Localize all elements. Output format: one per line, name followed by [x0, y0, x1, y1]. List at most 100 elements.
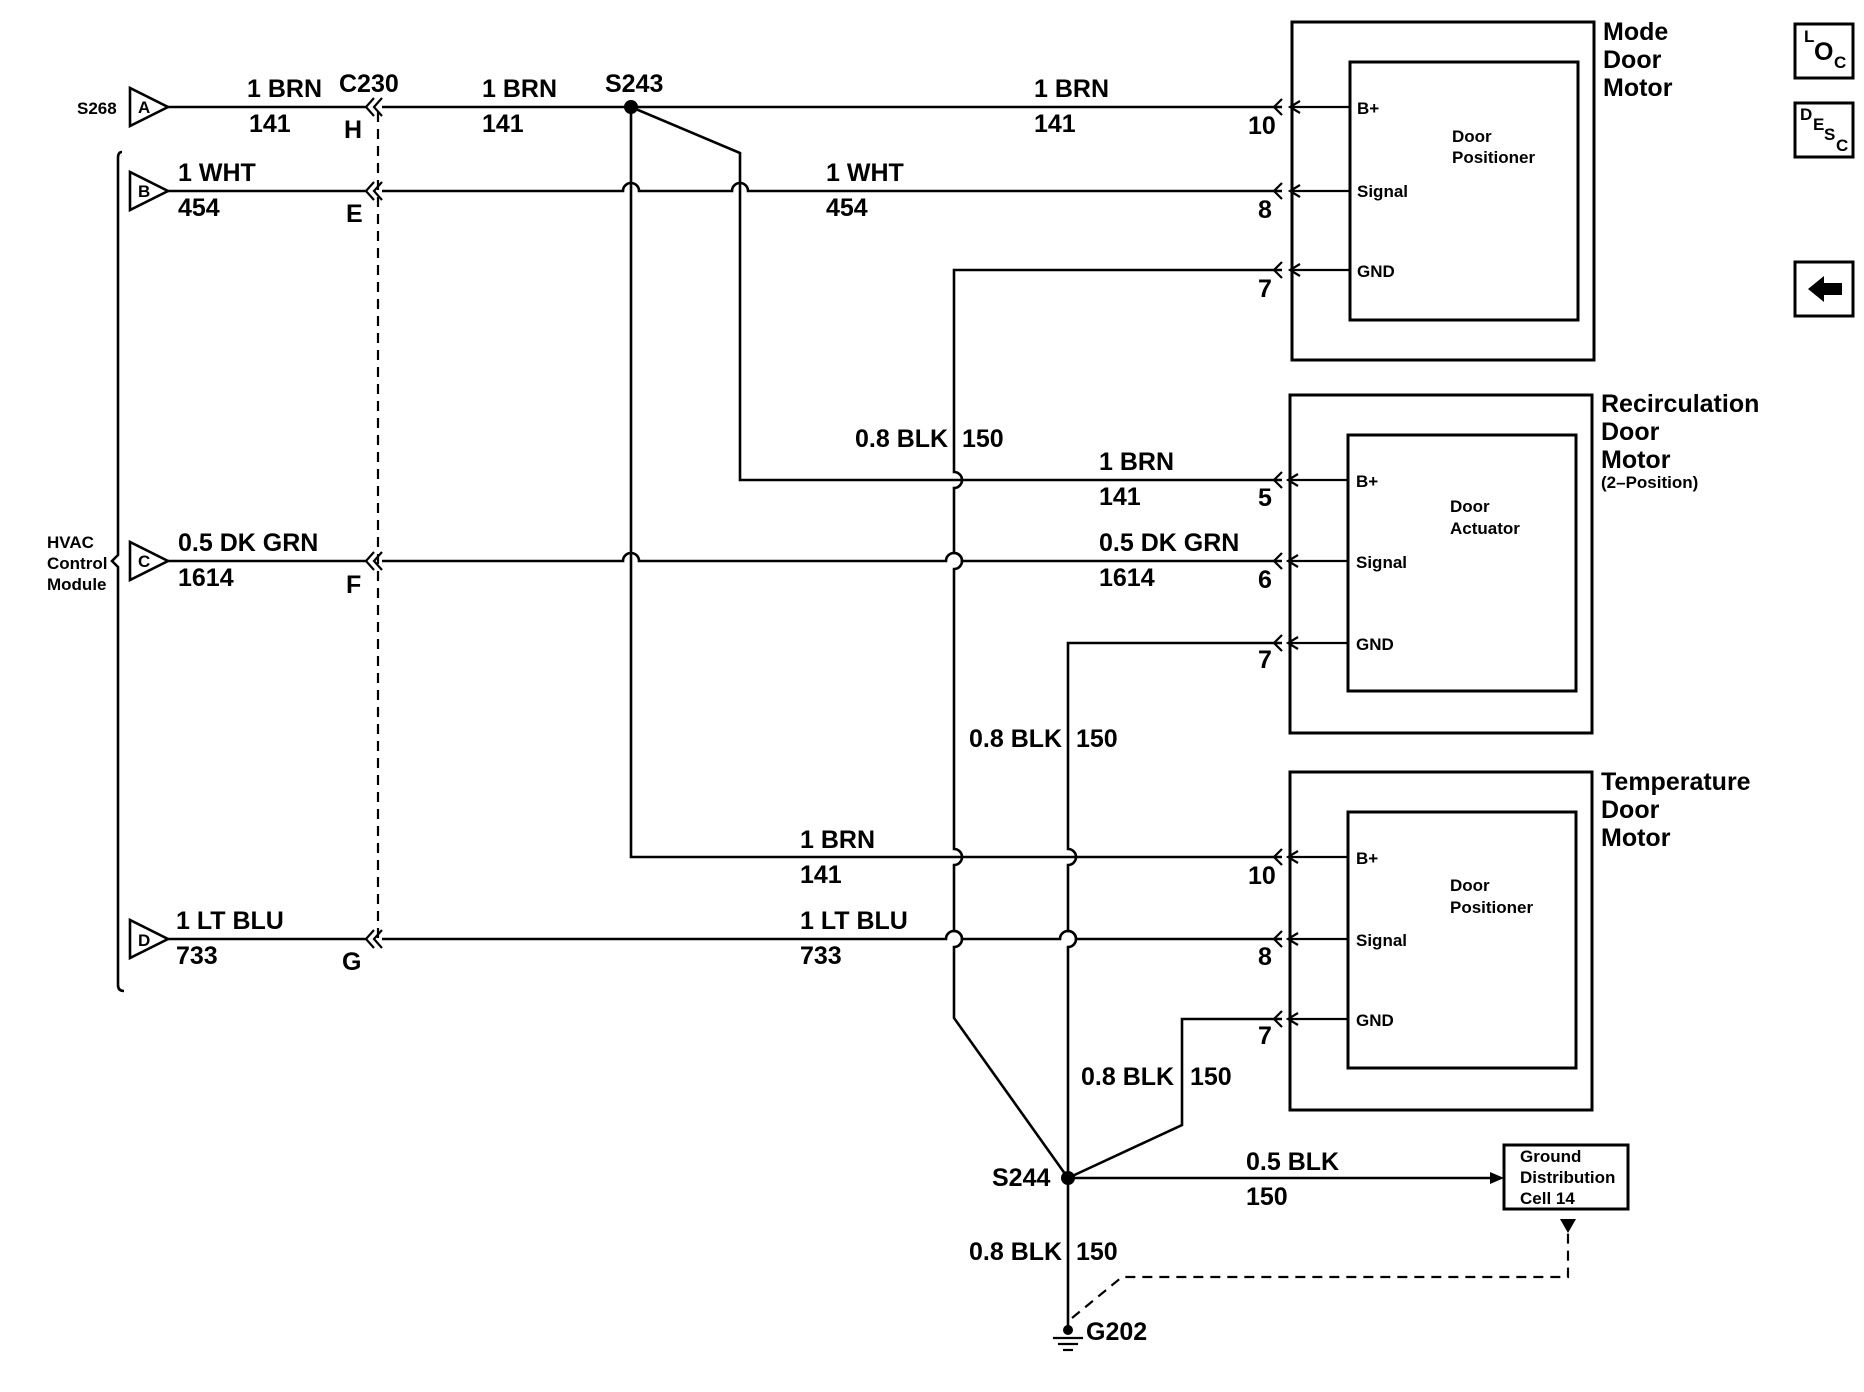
- svg-text:1 LT BLU: 1 LT BLU: [800, 907, 908, 935]
- svg-text:0.5 DK GRN: 0.5 DK GRN: [178, 529, 318, 557]
- svg-text:Signal: Signal: [1356, 553, 1407, 572]
- svg-text:0.8 BLK: 0.8 BLK: [969, 1238, 1062, 1266]
- svg-text:Signal: Signal: [1356, 931, 1407, 950]
- svg-text:1 BRN: 1 BRN: [482, 75, 557, 103]
- svg-text:8: 8: [1258, 943, 1272, 971]
- wire-454-wht: [168, 181, 1282, 193]
- wire-733-ltblu: [168, 929, 1282, 941]
- svg-text:Signal: Signal: [1357, 182, 1408, 201]
- svg-text:150: 150: [1076, 1238, 1118, 1266]
- g202-label: G202: [1086, 1318, 1147, 1346]
- svg-text:Door: Door: [1452, 127, 1492, 146]
- svg-text:E: E: [1813, 115, 1824, 134]
- g202-ground-icon: G202: [1053, 1318, 1147, 1352]
- svg-text:B+: B+: [1356, 472, 1378, 491]
- svg-text:150: 150: [1190, 1063, 1232, 1091]
- svg-text:0.5 BLK: 0.5 BLK: [1246, 1148, 1339, 1176]
- svg-text:Temperature: Temperature: [1601, 768, 1751, 796]
- svg-text:150: 150: [962, 425, 1004, 453]
- svg-text:Door: Door: [1601, 796, 1660, 824]
- svg-text:6: 6: [1258, 566, 1272, 594]
- module-label-line1: HVAC: [47, 533, 94, 552]
- svg-text:0.8 BLK: 0.8 BLK: [969, 725, 1062, 753]
- s244-splice-dot: [1061, 1171, 1075, 1185]
- s268-label: S268: [77, 99, 117, 118]
- svg-text:141: 141: [1099, 483, 1141, 511]
- wire-labels: 1 BRN 141 1 BRN 141 1 BRN 141 1 WHT 454 …: [176, 75, 1339, 1266]
- svg-text:1 BRN: 1 BRN: [247, 75, 322, 103]
- svg-text:141: 141: [800, 861, 842, 889]
- svg-text:GND: GND: [1356, 635, 1394, 654]
- c230-pin-g: G: [342, 948, 361, 976]
- svg-text:1 LT BLU: 1 LT BLU: [176, 907, 284, 935]
- module-pin-d: D: [128, 917, 171, 961]
- svg-text:1614: 1614: [178, 564, 234, 592]
- svg-text:Door: Door: [1450, 497, 1490, 516]
- svg-text:1 WHT: 1 WHT: [178, 159, 256, 187]
- svg-text:Door: Door: [1450, 876, 1490, 895]
- module-pin-a: A: [128, 85, 171, 129]
- svg-text:Positioner: Positioner: [1452, 148, 1536, 167]
- back-button[interactable]: [1793, 260, 1855, 318]
- desc-button[interactable]: D E S C: [1793, 101, 1855, 159]
- recirculation-door-motor: Recirculation Door Motor (2–Position) Do…: [1258, 390, 1759, 735]
- s243-splice-dot: [624, 100, 638, 114]
- svg-text:7: 7: [1258, 1022, 1272, 1050]
- svg-text:A: A: [138, 98, 150, 117]
- svg-text:Recirculation: Recirculation: [1601, 390, 1759, 418]
- s243-label: S243: [605, 70, 663, 98]
- module-label-line2: Control: [47, 554, 107, 573]
- svg-text:0.5 DK GRN: 0.5 DK GRN: [1099, 529, 1239, 557]
- loc-button[interactable]: L O C: [1793, 22, 1855, 80]
- mode-door-motor: Mode Door Motor Door Positioner B+ Signa…: [1248, 18, 1673, 362]
- svg-text:D: D: [1800, 105, 1812, 124]
- module-pin-b: B: [128, 169, 171, 213]
- ground-distribution-cell: Ground Distribution Cell 14: [1490, 1143, 1630, 1233]
- svg-text:C: C: [138, 552, 150, 571]
- svg-text:7: 7: [1258, 646, 1272, 674]
- svg-text:733: 733: [176, 942, 218, 970]
- svg-text:7: 7: [1258, 275, 1272, 303]
- svg-text:Motor: Motor: [1601, 824, 1671, 852]
- svg-text:GND: GND: [1357, 262, 1395, 281]
- svg-text:0.8 BLK: 0.8 BLK: [855, 425, 948, 453]
- svg-text:141: 141: [482, 110, 524, 138]
- wire-141-brn: S243: [168, 70, 1282, 859]
- svg-text:1 BRN: 1 BRN: [800, 826, 875, 854]
- svg-text:GND: GND: [1356, 1011, 1394, 1030]
- c230-connector: C230 H E F G: [339, 70, 399, 976]
- svg-text:Motor: Motor: [1601, 446, 1671, 474]
- c230-label: C230: [339, 70, 399, 98]
- s244-label: S244: [992, 1164, 1050, 1192]
- svg-text:Distribution: Distribution: [1520, 1168, 1615, 1187]
- svg-text:733: 733: [800, 942, 842, 970]
- svg-text:C: C: [1836, 136, 1848, 155]
- back-arrow-icon: [1808, 276, 1842, 302]
- svg-text:C: C: [1834, 53, 1846, 72]
- svg-text:S: S: [1824, 125, 1835, 144]
- module-label-line3: Module: [47, 575, 107, 594]
- svg-text:141: 141: [249, 110, 291, 138]
- svg-text:Mode: Mode: [1603, 18, 1668, 46]
- loc-icon: L O C: [1804, 27, 1846, 72]
- svg-text:1614: 1614: [1099, 564, 1155, 592]
- desc-icon: D E S C: [1800, 105, 1848, 155]
- c230-pin-e: E: [346, 200, 363, 228]
- svg-text:5: 5: [1258, 484, 1272, 512]
- svg-text:454: 454: [826, 194, 868, 222]
- svg-text:1 WHT: 1 WHT: [826, 159, 904, 187]
- temperature-door-motor: Temperature Door Motor Door Positioner B…: [1248, 768, 1751, 1112]
- ground-reference-dashed: [1071, 1232, 1570, 1319]
- svg-text:150: 150: [1076, 725, 1118, 753]
- module-pin-c: C: [128, 539, 171, 583]
- svg-text:10: 10: [1248, 112, 1276, 140]
- svg-text:141: 141: [1034, 110, 1076, 138]
- c230-pin-h: H: [344, 116, 362, 144]
- svg-text:D: D: [138, 931, 150, 950]
- hvac-control-module: HVAC Control Module: [47, 150, 125, 993]
- svg-text:Ground: Ground: [1520, 1147, 1581, 1166]
- svg-text:B: B: [138, 182, 150, 201]
- svg-text:Actuator: Actuator: [1450, 519, 1520, 538]
- svg-text:B+: B+: [1357, 99, 1379, 118]
